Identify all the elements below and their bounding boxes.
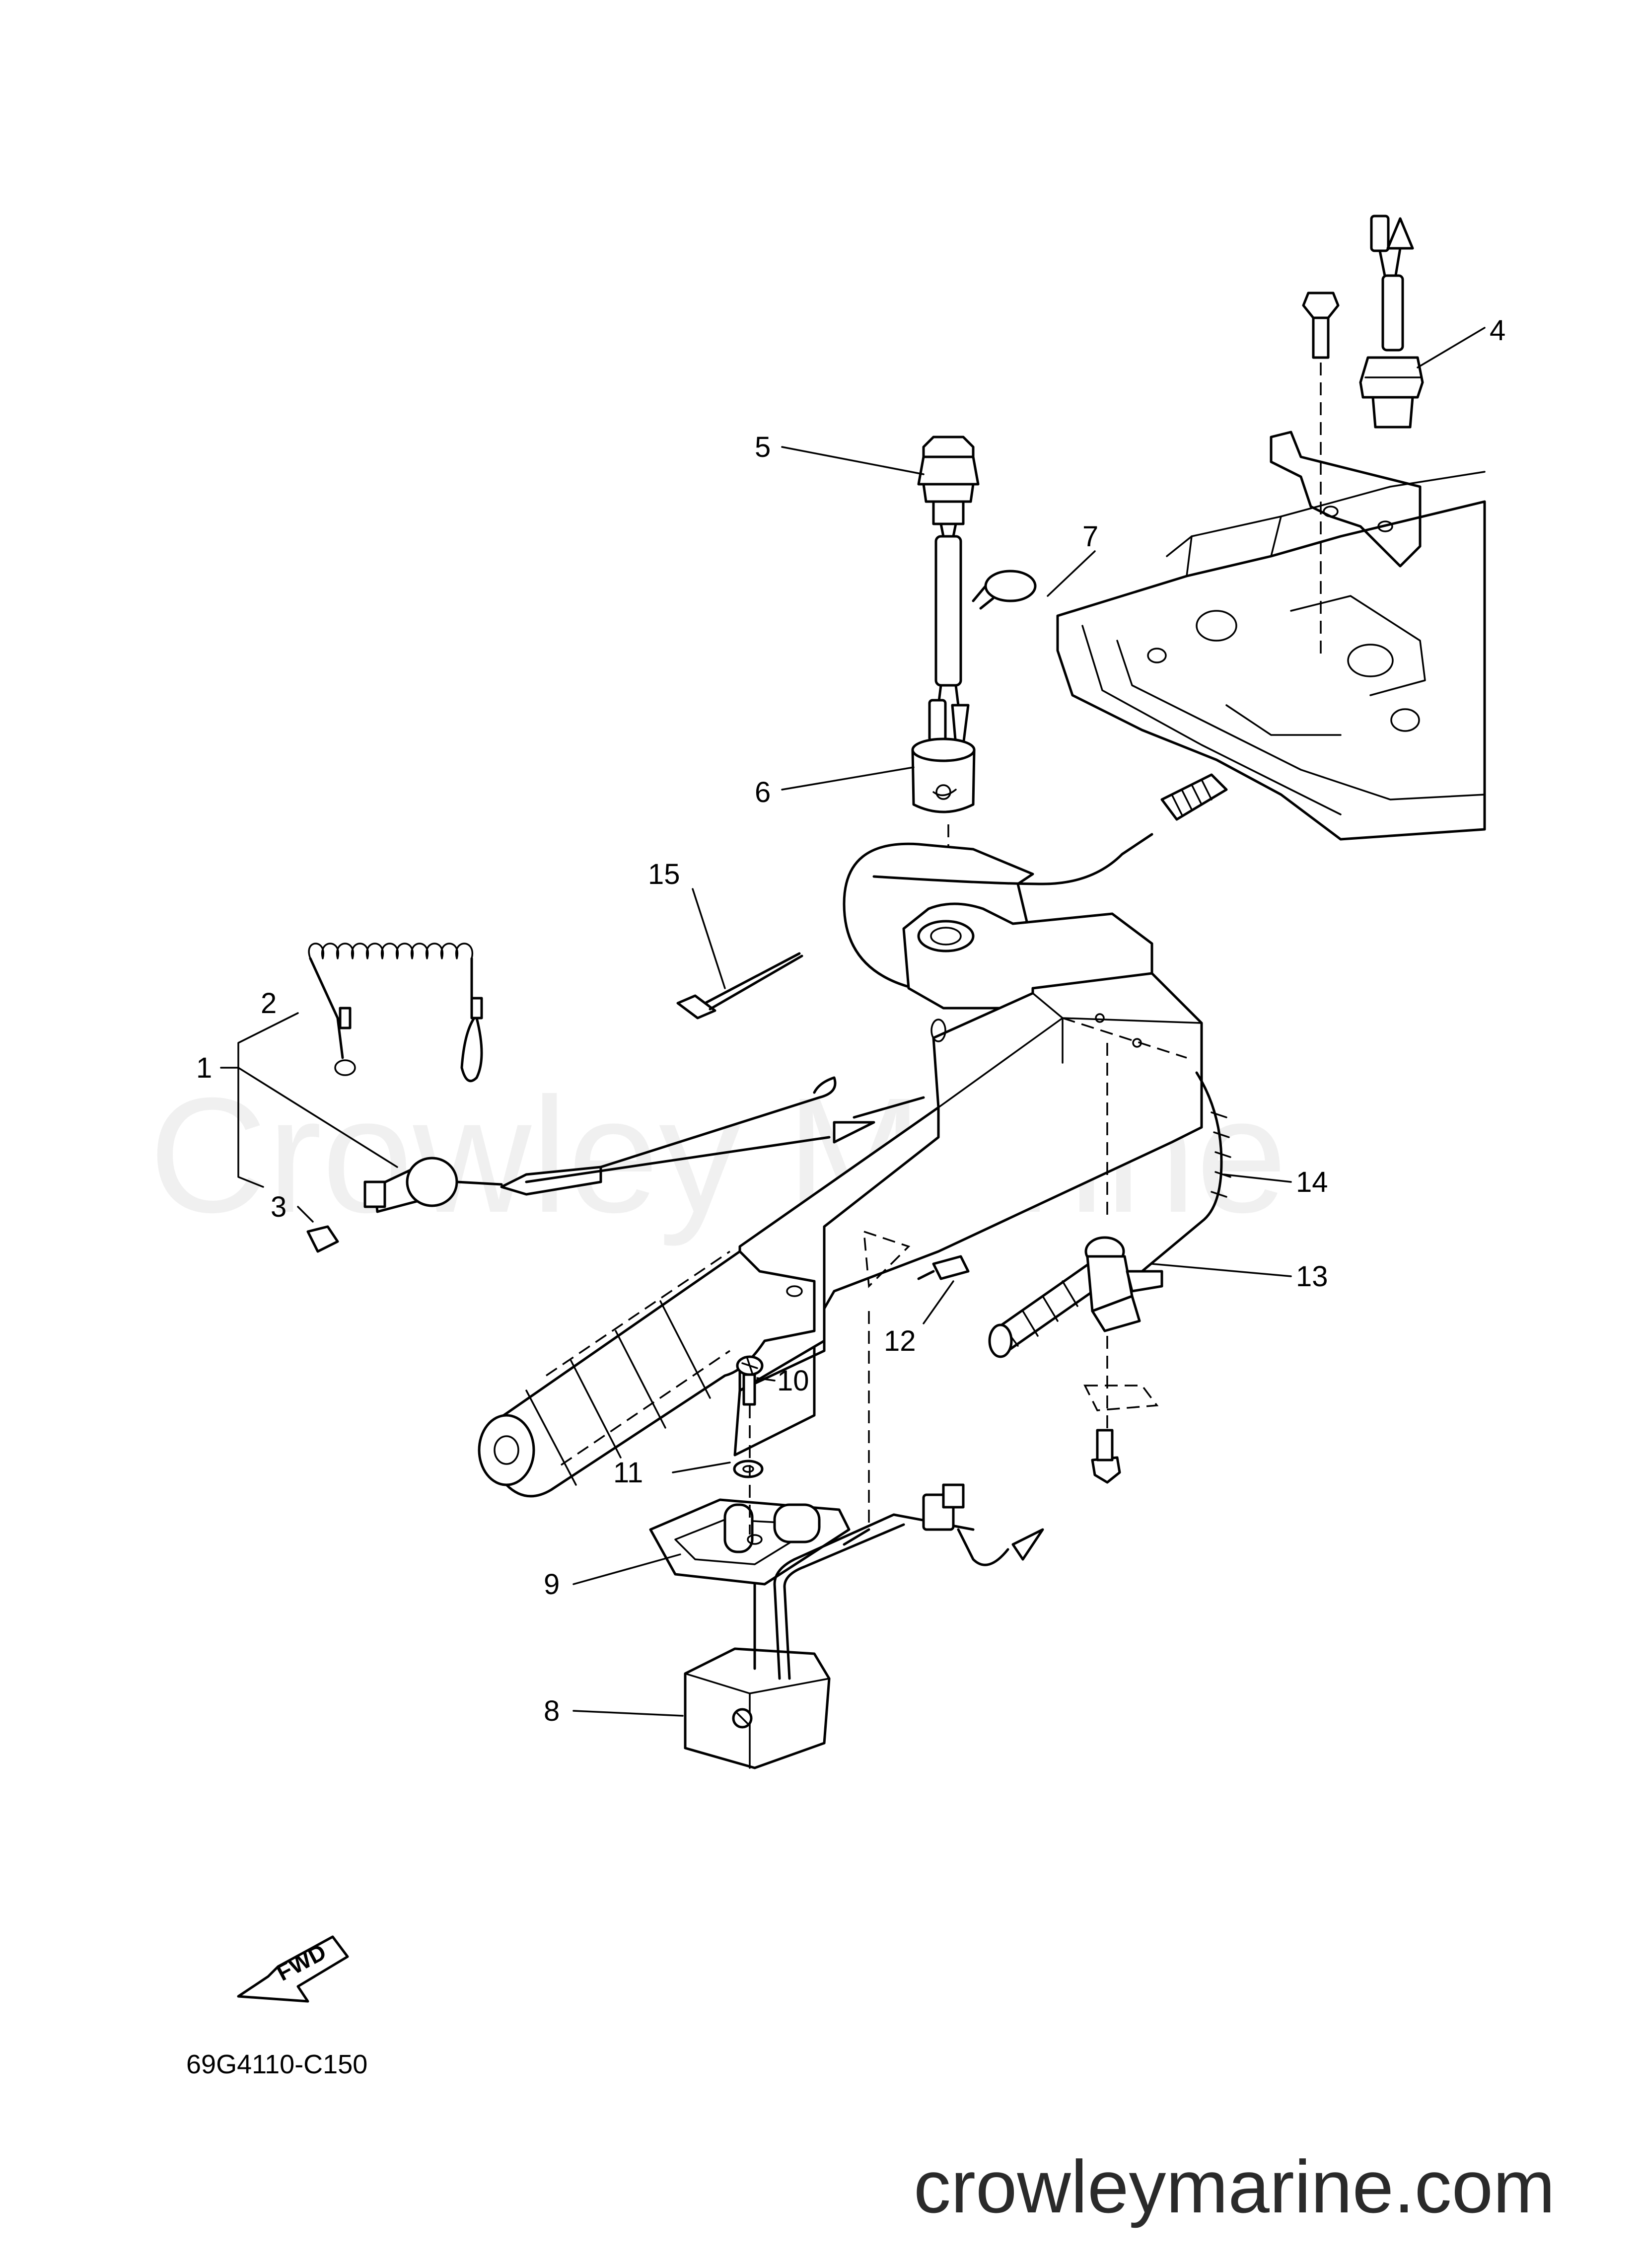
callout-13: 13 bbox=[1296, 1260, 1328, 1293]
cable-tie-part bbox=[676, 952, 803, 1020]
grommet-part bbox=[911, 737, 976, 939]
sensor-switch-part bbox=[1359, 215, 1424, 429]
callout-15: 15 bbox=[648, 858, 680, 890]
tiller-handle-part bbox=[478, 833, 1203, 1546]
callout-12: 12 bbox=[884, 1325, 916, 1357]
callout-4: 4 bbox=[1490, 314, 1505, 347]
throttle-cable-part bbox=[988, 773, 1231, 1358]
callout-7: 7 bbox=[1082, 520, 1098, 553]
stop-switch-part bbox=[917, 436, 980, 746]
screw-12-part bbox=[917, 1255, 970, 1280]
diagram-code: 69G4110-C150 bbox=[186, 2049, 367, 2079]
callout-2: 2 bbox=[261, 987, 277, 1020]
callout-1: 1 bbox=[196, 1052, 212, 1084]
screw-10-part bbox=[736, 1355, 764, 1406]
bottom-cowling-part bbox=[1056, 292, 1486, 841]
washer-11-part bbox=[733, 1460, 764, 1478]
lanyard-part bbox=[306, 943, 925, 1253]
callout-9: 9 bbox=[544, 1568, 560, 1601]
callout-6: 6 bbox=[755, 776, 771, 808]
callout-8: 8 bbox=[544, 1695, 560, 1727]
clip-part bbox=[972, 570, 1037, 610]
fwd-arrow-icon: FWD bbox=[237, 1935, 349, 2003]
callout-3: 3 bbox=[271, 1191, 286, 1223]
callout-10: 10 bbox=[777, 1365, 809, 1397]
callout-5: 5 bbox=[755, 431, 771, 463]
cable-holder-part bbox=[1083, 1236, 1163, 1484]
callout-labels: 1 2 3 4 5 6 7 8 9 10 11 12 13 14 15 bbox=[196, 314, 1505, 1727]
callout-14: 14 bbox=[1296, 1166, 1328, 1198]
switch-plate-9-part bbox=[649, 1405, 851, 1586]
callout-11: 11 bbox=[613, 1457, 643, 1489]
website-label: crowleymarine.com bbox=[914, 2145, 1555, 2228]
cdi-unit-8-part bbox=[684, 1483, 1044, 1769]
leader-lines bbox=[220, 327, 1486, 1717]
bracket-bolt bbox=[1302, 292, 1340, 656]
